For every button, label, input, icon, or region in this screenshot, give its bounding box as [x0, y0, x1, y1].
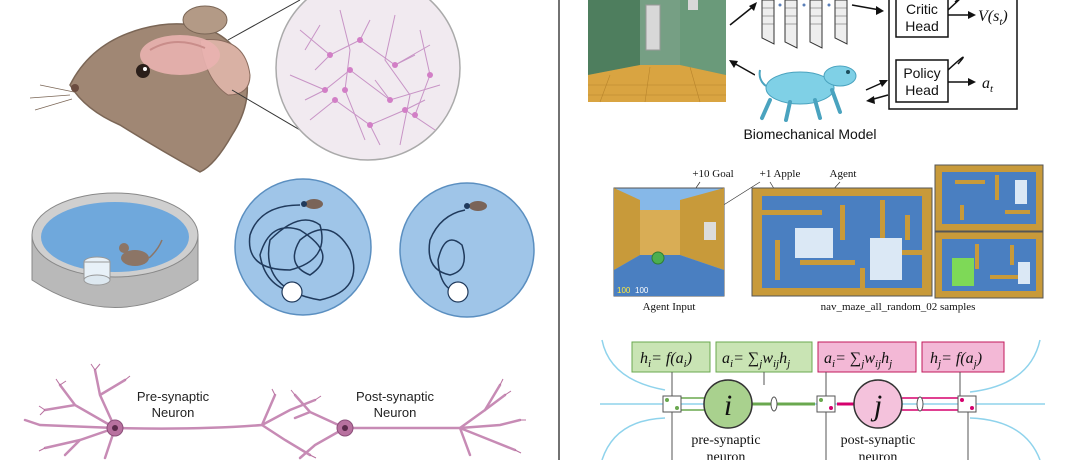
policy-head-line2: Head — [905, 82, 938, 98]
svg-text:ai= ∑jwijhj: ai= ∑jwijhj — [824, 350, 892, 370]
mouse-illustration — [29, 5, 251, 173]
biomechanical-model: Biomechanical Model — [743, 58, 877, 142]
eq-box-1: hi= f(ai) — [631, 341, 711, 373]
node-i — [703, 379, 753, 429]
post-synaptic-caption-1: post-synaptic — [841, 433, 916, 448]
water-maze-pool — [31, 192, 199, 308]
swim-path-long — [234, 178, 372, 316]
maze-first-person-view — [588, 0, 726, 103]
agent-input-view: 100 100 — [613, 187, 725, 297]
critic-head-line2: Head — [905, 18, 938, 34]
left-panel: Pre-synaptic Neuron Post-synaptic Neuron — [23, 0, 535, 460]
pre-synaptic-caption-1: pre-synaptic — [691, 433, 760, 448]
critic-head-line1: Critic — [906, 1, 938, 17]
node-j-label: j — [870, 389, 882, 422]
eq-box-2: ai= ∑jwijhj — [715, 341, 813, 373]
agent-label: Agent — [830, 168, 857, 180]
neuron-pair-illustration: Pre-synaptic Neuron Post-synaptic Neuron — [23, 363, 526, 460]
eq-box-4: hj= f(aj) — [921, 341, 1005, 373]
neural-network-stack — [761, 0, 848, 49]
goal-label: +10 Goal — [692, 168, 733, 180]
policy-head-line1: Policy — [903, 65, 940, 81]
apple-label: +1 Apple — [760, 168, 801, 180]
policy-head: Policy Head at — [895, 56, 994, 103]
swim-path-short — [399, 182, 535, 318]
pre-synaptic-label-line1: Pre-synaptic — [137, 389, 210, 404]
critic-output: V(st) — [978, 8, 1008, 28]
post-synaptic-label-line1: Post-synaptic — [356, 389, 435, 404]
heads-container — [888, 0, 1018, 110]
post-synaptic-caption-2: neuron — [859, 450, 898, 460]
biomech-label: Biomechanical Model — [743, 126, 876, 142]
critic-head: Critic Head V(st) — [895, 0, 1008, 38]
maze-topdown-small-2 — [934, 231, 1044, 299]
eq-box-3: ai= ∑jwijhj — [817, 341, 917, 373]
node-i-label: i — [724, 389, 732, 422]
neuron-culture-zoom — [275, 0, 461, 161]
agent-input-caption: Agent Input — [643, 301, 696, 313]
maze-topdown-large — [751, 187, 933, 297]
right-panel: Critic Head V(st) Policy Head at Biomech… — [588, 0, 1045, 460]
node-j — [853, 379, 903, 429]
samples-caption: nav_maze_all_random_02 samples — [821, 301, 976, 313]
policy-output: at — [982, 75, 994, 95]
svg-text:hi= f(ai): hi= f(ai) — [640, 350, 692, 370]
svg-text:hj= f(aj): hj= f(aj) — [930, 350, 982, 370]
maze-topdown-small-1 — [934, 164, 1044, 232]
hud-left: 100 — [617, 286, 631, 295]
hebbian-diagram: hi= f(ai) ai= ∑jwijhj ai= ∑jwijhj hj= f(… — [600, 339, 1045, 460]
pre-synaptic-caption-2: neuron — [707, 450, 746, 460]
hud-right: 100 — [635, 286, 649, 295]
svg-text:ai= ∑jwijhj: ai= ∑jwijhj — [722, 350, 790, 370]
pre-synaptic-label-line2: Neuron — [152, 405, 195, 420]
post-synaptic-label-line2: Neuron — [374, 405, 417, 420]
maze-samples: +10 Goal +1 Apple Agent 100 100 Agent In… — [613, 164, 1044, 313]
